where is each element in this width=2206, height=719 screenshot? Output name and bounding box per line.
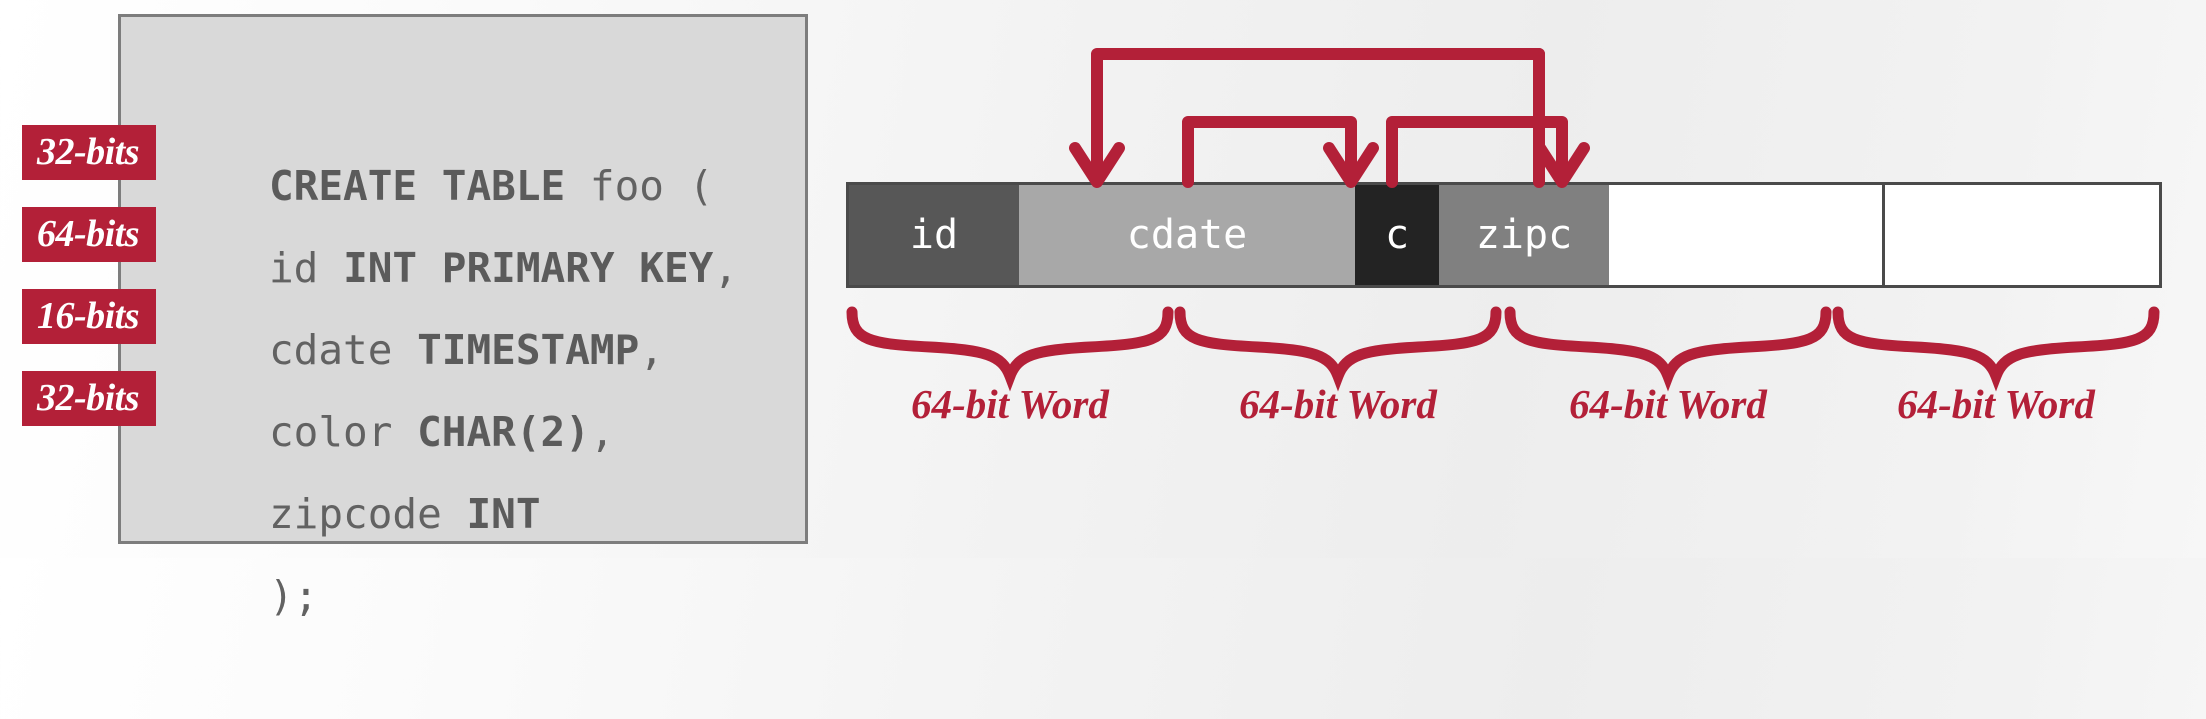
diagram-canvas: CREATE TABLE foo ( id INT PRIMARY KEY, c…	[22, 14, 2162, 620]
brace-word-0	[846, 306, 1174, 392]
sql-comma-3: ,	[589, 408, 615, 456]
bit-tag-color: 16-bits	[22, 289, 156, 344]
memory-cell-color: c	[1355, 185, 1439, 285]
arrow-cdate-to-word1-icon	[1182, 116, 1373, 188]
memory-cell-empty-1	[1609, 185, 1885, 285]
word-label-3: 64-bit Word	[1897, 381, 2095, 427]
word-label-0: 64-bit Word	[911, 381, 1109, 427]
sql-column-color: color	[269, 408, 418, 456]
sql-type-int: INT	[466, 490, 541, 538]
sql-identifier-foo: foo (	[565, 162, 714, 210]
code-line-id: id INT PRIMARY KEY,	[269, 244, 738, 292]
code-line-color: color CHAR(2),	[269, 408, 615, 456]
memory-cell-cdate: cdate	[1019, 185, 1355, 285]
code-line-zipcode: zipcode INT	[269, 490, 541, 538]
code-line-cdate: cdate TIMESTAMP,	[269, 326, 664, 374]
sql-column-zipcode: zipcode	[269, 490, 467, 538]
word-label-1: 64-bit Word	[1239, 381, 1437, 427]
sql-type-int-primary-key: INT PRIMARY KEY	[343, 244, 714, 292]
word-boundary-3	[1882, 185, 1885, 285]
code-line-close: );	[269, 572, 318, 620]
brace-word-3	[1832, 306, 2160, 392]
sql-code-panel: CREATE TABLE foo ( id INT PRIMARY KEY, c…	[118, 14, 808, 620]
arrow-color-to-word2-icon	[1386, 116, 1584, 188]
sql-code-text: CREATE TABLE foo ( id INT PRIMARY KEY, c…	[269, 63, 738, 719]
bit-tag-cdate: 64-bits	[22, 207, 156, 262]
word-label-2: 64-bit Word	[1569, 381, 1767, 427]
arrow-id-to-word0-icon	[1075, 48, 1545, 182]
bit-tag-zipcode: 32-bits	[22, 371, 156, 426]
code-line-create: CREATE TABLE foo (	[269, 162, 713, 210]
sql-column-id: id	[269, 244, 344, 292]
memory-cell-id: id	[849, 185, 1019, 285]
sql-comma-1: ,	[713, 244, 739, 292]
sql-keyword-create-table: CREATE TABLE	[269, 162, 566, 210]
sql-column-cdate: cdate	[269, 326, 418, 374]
memory-cell-empty-2	[1885, 185, 2159, 285]
sql-close-paren: );	[269, 572, 319, 620]
brace-word-2	[1504, 306, 1832, 392]
sql-type-timestamp: TIMESTAMP	[417, 326, 640, 374]
sql-type-char2: CHAR(2)	[417, 408, 590, 456]
brace-word-1	[1174, 306, 1502, 392]
bit-tag-id: 32-bits	[22, 125, 156, 180]
memory-cell-zipcode: zipc	[1439, 185, 1609, 285]
memory-word-row: id cdate c zipc	[846, 182, 2162, 288]
sql-comma-2: ,	[639, 326, 664, 374]
